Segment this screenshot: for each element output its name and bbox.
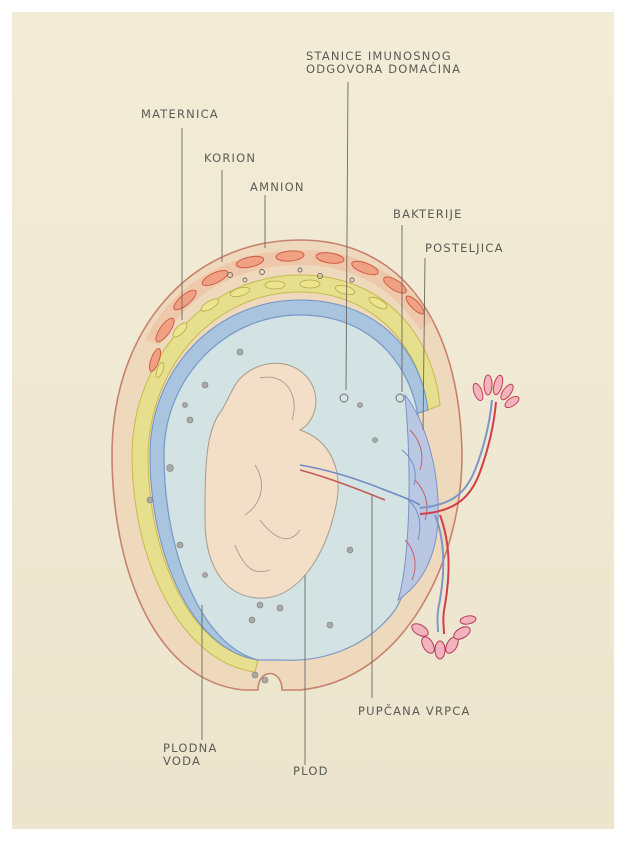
label-amnion: AMNION [250, 181, 305, 194]
label-plod: PLOD [293, 765, 329, 778]
label-stanice-imunosnog-odgovora: STANICE IMUNOSNOG ODGOVORA DOMAĆINA [306, 50, 461, 76]
label-pupcana-vrpca: PUPČANA VRPCA [358, 705, 471, 718]
label-plodna-voda: PLODNA VODA [163, 742, 218, 768]
label-korion: KORION [204, 152, 256, 165]
label-bakterije: BAKTERIJE [393, 208, 463, 221]
label-posteljica: POSTELJICA [425, 242, 504, 255]
label-maternica: MATERNICA [141, 108, 219, 121]
